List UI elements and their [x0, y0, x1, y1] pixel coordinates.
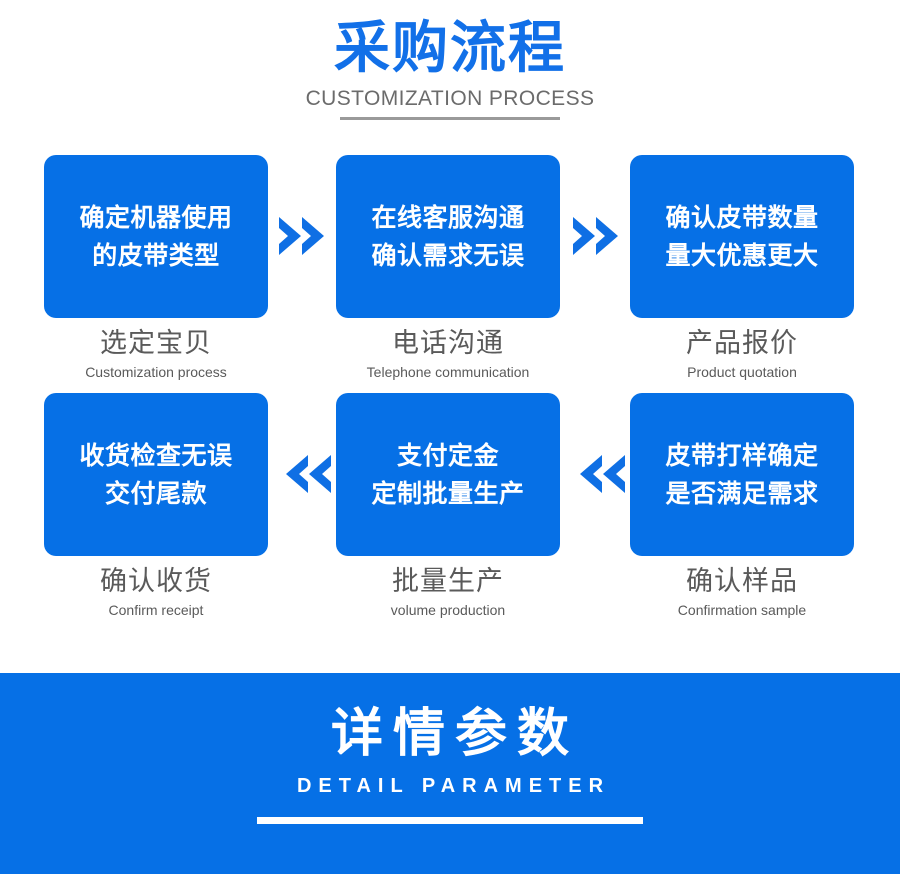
- banner-divider: [257, 817, 643, 824]
- flow-step-4-caption: 确认样品 Confirmation sample: [630, 556, 854, 620]
- flow-step-1-box-line2: 的皮带类型: [92, 241, 220, 270]
- flow-step-5-box-line2: 定制批量生产: [371, 479, 525, 508]
- page-title-cn: 采购流程: [334, 16, 566, 79]
- double-chevron-left-icon: [570, 449, 628, 499]
- flow-step-1-caption: 选定宝贝 Customization process: [44, 318, 268, 382]
- double-chevron-left-icon: [276, 449, 334, 499]
- flow-step-1-caption-cn: 选定宝贝: [100, 328, 212, 358]
- flow-step-2-box-line1: 在线客服沟通: [371, 203, 525, 232]
- flow-step-5-box[interactable]: 支付定金 定制批量生产: [336, 393, 560, 556]
- flow-step-3[interactable]: 确认皮带数量 量大优惠更大 产品报价 Product quotation: [630, 155, 854, 400]
- process-flow-diagram: 确定机器使用 的皮带类型 选定宝贝 Customization process …: [0, 140, 900, 650]
- flow-step-4[interactable]: 皮带打样确定 是否满足需求 确认样品 Confirmation sample: [630, 393, 854, 638]
- flow-step-5-caption-en: volume production: [390, 602, 506, 618]
- flow-step-1-caption-en: Customization process: [85, 364, 227, 380]
- double-chevron-right-icon: [276, 211, 334, 261]
- flow-step-6-box-line1: 收货检查无误: [79, 441, 233, 470]
- flow-step-5-box-line1: 支付定金: [396, 441, 499, 470]
- flow-step-4-box[interactable]: 皮带打样确定 是否满足需求: [630, 393, 854, 556]
- flow-step-3-box[interactable]: 确认皮带数量 量大优惠更大: [630, 155, 854, 318]
- flow-step-1[interactable]: 确定机器使用 的皮带类型 选定宝贝 Customization process: [44, 155, 268, 400]
- flow-step-3-box-line2: 量大优惠更大: [665, 241, 819, 270]
- detail-parameter-banner: 详情参数 DETAIL PARAMETER: [0, 673, 900, 874]
- flow-step-6-caption-cn: 确认收货: [100, 566, 212, 596]
- flow-step-6-caption: 确认收货 Confirm receipt: [44, 556, 268, 620]
- flow-step-3-caption: 产品报价 Product quotation: [630, 318, 854, 382]
- flow-step-3-box-line1: 确认皮带数量: [665, 203, 819, 232]
- page-title-en: CUSTOMIZATION PROCESS: [305, 87, 595, 110]
- flow-step-4-caption-en: Confirmation sample: [677, 602, 807, 618]
- banner-title-cn: 详情参数: [330, 705, 579, 763]
- flow-step-4-caption-cn: 确认样品: [686, 566, 798, 596]
- flow-step-6-box-line2: 交付尾款: [104, 479, 207, 508]
- flow-row-1: 确定机器使用 的皮带类型 选定宝贝 Customization process …: [0, 155, 900, 400]
- flow-step-6-box[interactable]: 收货检查无误 交付尾款: [44, 393, 268, 556]
- flow-step-4-box-line2: 是否满足需求: [665, 479, 819, 508]
- flow-step-5[interactable]: 支付定金 定制批量生产 批量生产 volume production: [336, 393, 560, 638]
- flow-step-5-caption-cn: 批量生产: [392, 566, 504, 596]
- flow-step-3-caption-cn: 产品报价: [686, 328, 798, 358]
- flow-step-1-box-line1: 确定机器使用: [79, 203, 233, 232]
- flow-step-3-caption-en: Product quotation: [687, 364, 797, 380]
- header-divider: [340, 117, 560, 120]
- flow-step-6-caption-en: Confirm receipt: [108, 602, 204, 618]
- flow-step-5-caption: 批量生产 volume production: [336, 556, 560, 620]
- flow-step-2[interactable]: 在线客服沟通 确认需求无误 电话沟通 Telephone communicati…: [336, 155, 560, 400]
- flow-step-1-box[interactable]: 确定机器使用 的皮带类型: [44, 155, 268, 318]
- flow-row-2: 收货检查无误 交付尾款 确认收货 Confirm receipt 支付定金 定制…: [0, 393, 900, 638]
- flow-step-2-caption-cn: 电话沟通: [392, 328, 504, 358]
- double-chevron-right-icon: [570, 211, 628, 261]
- banner-title-en: DETAIL PARAMETER: [296, 775, 611, 797]
- flow-step-2-box[interactable]: 在线客服沟通 确认需求无误: [336, 155, 560, 318]
- flow-step-2-caption-en: Telephone communication: [366, 364, 530, 380]
- page-header: 采购流程 CUSTOMIZATION PROCESS: [0, 0, 900, 132]
- flow-step-2-box-line2: 确认需求无误: [371, 241, 525, 270]
- flow-step-2-caption: 电话沟通 Telephone communication: [336, 318, 560, 382]
- flow-step-6[interactable]: 收货检查无误 交付尾款 确认收货 Confirm receipt: [44, 393, 268, 638]
- flow-step-4-box-line1: 皮带打样确定: [665, 441, 819, 470]
